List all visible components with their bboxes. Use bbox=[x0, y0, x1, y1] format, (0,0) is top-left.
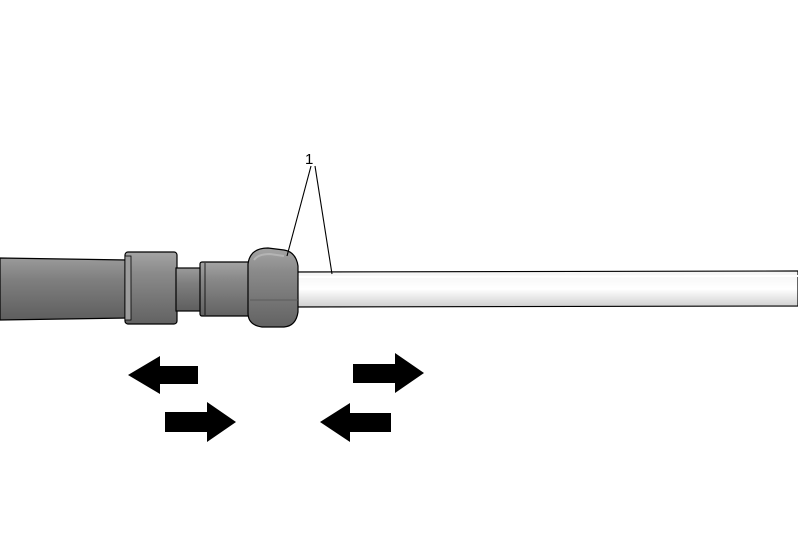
callout-1: 1 bbox=[286, 151, 333, 275]
connector-neck bbox=[175, 267, 205, 312]
arrow-left-icon bbox=[320, 403, 391, 442]
callout-label: 1 bbox=[305, 151, 313, 168]
arrow-right-icon bbox=[353, 353, 424, 393]
leader-line-connector bbox=[286, 165, 312, 257]
connector-body bbox=[199, 261, 253, 317]
leader-line-pipe bbox=[314, 165, 333, 275]
arrow-right-icon bbox=[165, 402, 236, 442]
hose-collar bbox=[124, 251, 178, 325]
arrow-left-icon bbox=[128, 356, 198, 394]
quick-connector bbox=[247, 247, 299, 328]
metal-pipe bbox=[287, 270, 798, 308]
hose bbox=[0, 257, 131, 321]
